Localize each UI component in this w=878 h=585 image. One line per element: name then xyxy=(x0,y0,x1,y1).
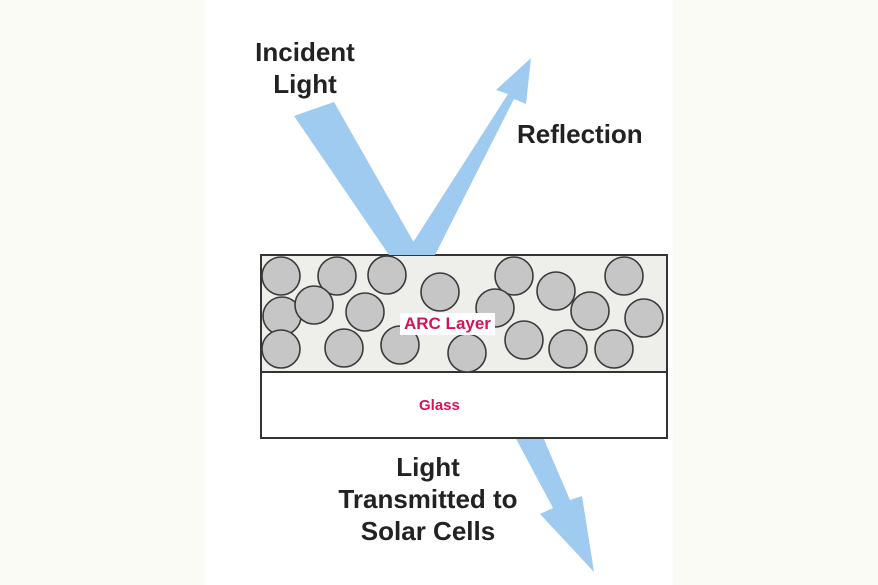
label-line: Transmitted to xyxy=(338,484,518,514)
particle xyxy=(294,285,334,325)
glass-layer-box xyxy=(260,371,668,439)
particle xyxy=(324,328,364,368)
particle xyxy=(420,272,460,312)
left-margin-band xyxy=(0,0,205,585)
particle xyxy=(261,256,301,296)
particle xyxy=(345,292,385,332)
label-line: Incident xyxy=(255,37,355,67)
glass-label: Glass xyxy=(419,397,460,414)
particle xyxy=(317,256,357,296)
particle xyxy=(504,320,544,360)
incident-light-beam xyxy=(294,102,421,255)
particle xyxy=(570,291,610,331)
particle xyxy=(261,329,301,369)
particle xyxy=(367,255,407,295)
particle xyxy=(536,271,576,311)
arc-layer-label: ARC Layer xyxy=(400,313,495,335)
label-line: Light xyxy=(396,452,460,482)
right-margin-band xyxy=(673,0,878,585)
particle xyxy=(494,256,534,296)
reflected-light-beam xyxy=(405,58,531,255)
particle xyxy=(624,298,664,338)
particle xyxy=(594,329,634,369)
label-line: Solar Cells xyxy=(360,516,496,546)
reflection-label: Reflection xyxy=(517,119,643,149)
particle xyxy=(447,333,487,373)
particle xyxy=(548,329,588,369)
particle xyxy=(604,256,644,296)
label-line: Light xyxy=(273,69,337,99)
transmitted-light-beam xyxy=(498,395,594,572)
